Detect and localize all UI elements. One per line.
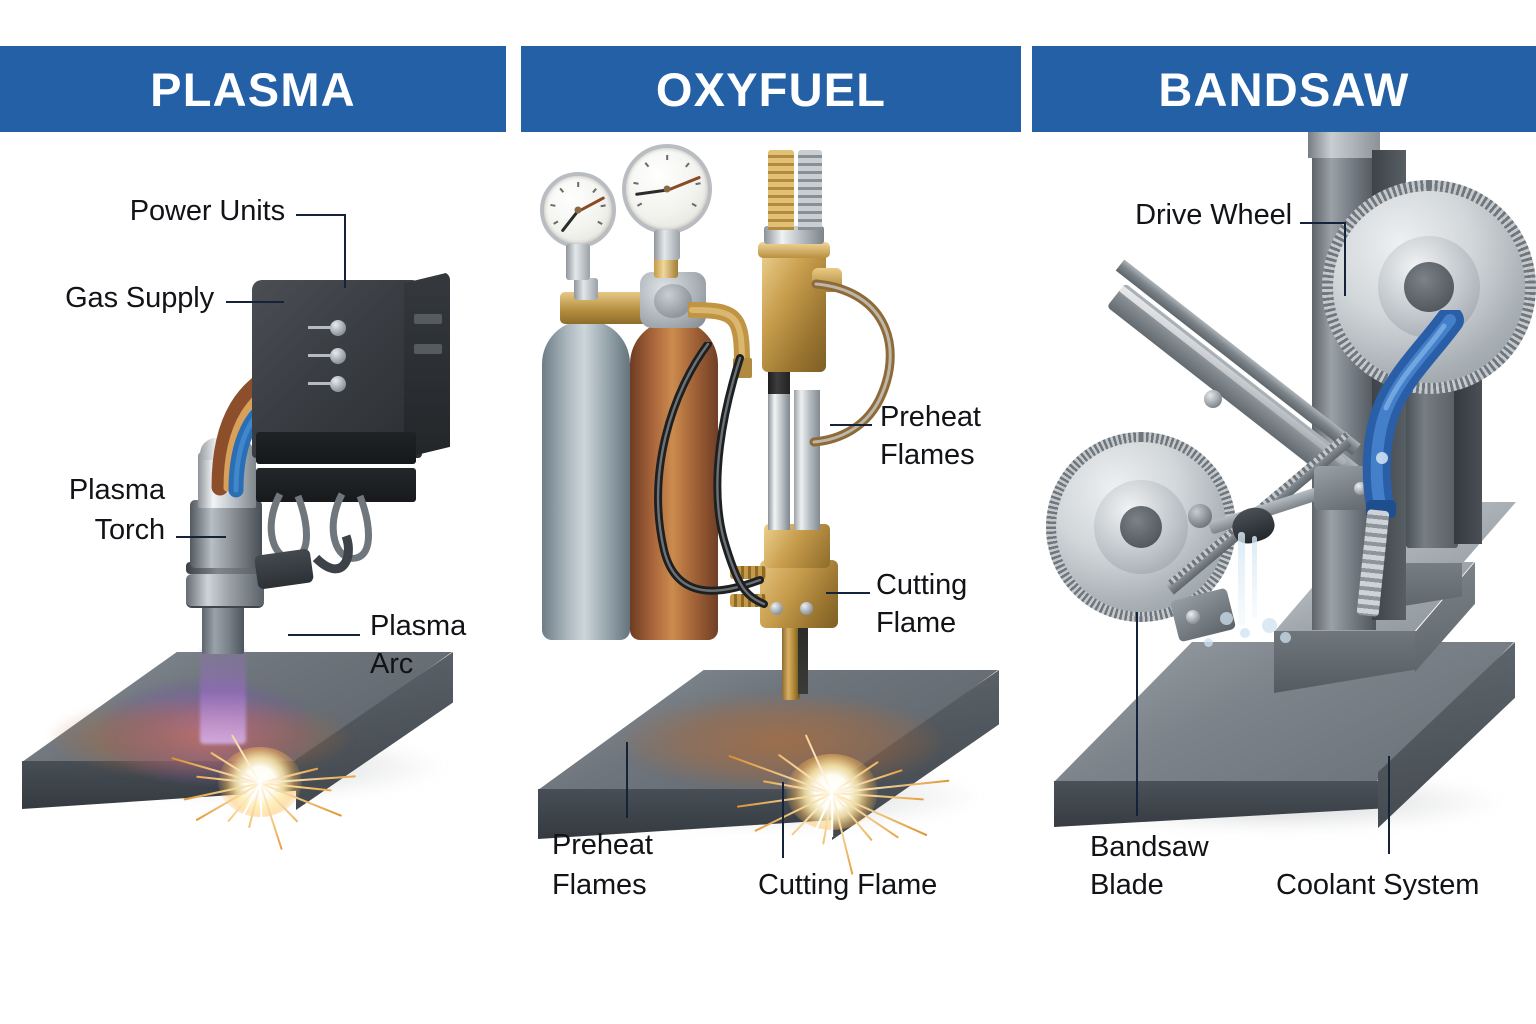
leader-power-units-h: [296, 214, 346, 216]
leader-preheat-flames-bottom: [626, 742, 628, 818]
plasma-spark-burst: [160, 692, 360, 872]
plasma-torch-collar: [186, 574, 264, 606]
panel-banner-bandsaw: BANDSAW: [1032, 46, 1536, 132]
leader-cutting-flame-bottom: [782, 782, 784, 858]
oxyfuel-gauge-right-pin: [663, 185, 671, 193]
bandsaw-lower-guide-bolt: [1186, 610, 1200, 624]
oxyfuel-torch-head: [760, 560, 838, 628]
label-preheat-flames-bottom-line2: Flames: [552, 869, 647, 901]
oxyfuel-torch-chrome-band: [764, 226, 824, 244]
plasma-power-unit-drawer-1: [256, 432, 416, 464]
oxyfuel-cutting-tip: [782, 622, 800, 700]
plasma-illustration: [0, 132, 506, 932]
plasma-power-unit-side: [404, 272, 450, 458]
leader-preheat-flames-right: [830, 424, 872, 426]
leader-plasma-torch: [176, 536, 226, 538]
plasma-power-unit-leads2: [308, 354, 332, 357]
plasma-power-unit-leads3: [308, 382, 332, 385]
plasma-power-unit-port-3: [330, 376, 346, 392]
oxyfuel-torch-stem-chrome: [798, 150, 822, 230]
bandsaw-coolant-drop-3: [1262, 618, 1277, 633]
bandsaw-coolant-drop-5: [1280, 632, 1291, 643]
oxyfuel-cylinder-oxygen: [542, 320, 630, 640]
bandsaw-column-top-cap: [1308, 132, 1380, 158]
plasma-power-unit-vents: [414, 314, 442, 324]
oxyfuel-torch-oxygen-line: [809, 279, 895, 447]
oxyfuel-torch-stem-brass: [768, 150, 794, 230]
plasma-torch-nozzle: [202, 602, 244, 654]
bandsaw-lower-wheel-bore: [1120, 506, 1162, 548]
bandsaw-coolant-drop-1: [1220, 612, 1233, 625]
banner-title-bandsaw: BANDSAW: [1158, 62, 1410, 116]
oxyfuel-gauge-right-stem: [654, 230, 680, 260]
plasma-power-unit-port-2: [330, 348, 346, 364]
oxyfuel-gauge-left-stem: [566, 244, 590, 280]
oxyfuel-torch-tube-right: [794, 390, 820, 530]
panel-banner-oxyfuel: OXYFUEL: [521, 46, 1021, 132]
oxyfuel-tip-shadow: [798, 622, 808, 694]
plasma-power-unit-body: [252, 280, 422, 458]
oxyfuel-torch-collar-ring: [758, 242, 830, 258]
plasma-power-unit-leads: [308, 326, 332, 329]
leader-coolant-system: [1388, 756, 1390, 854]
leader-plasma-arc: [288, 634, 360, 636]
leader-bandsaw-blade: [1136, 612, 1138, 816]
bandsaw-coolant-stream: [1238, 532, 1245, 626]
oxyfuel-gauge-left-pin: [574, 206, 582, 214]
oxyfuel-regulator-valve-face: [654, 284, 692, 318]
banner-title-oxyfuel: OXYFUEL: [655, 62, 887, 116]
label-bandsaw-blade-line2: Blade: [1090, 869, 1164, 901]
oxyfuel-spark-burst: [712, 692, 952, 892]
plasma-power-unit-vents2: [414, 344, 442, 354]
label-preheat-flames-right-line1: Preheat: [880, 401, 981, 433]
leader-gas-supply: [226, 301, 284, 303]
oxyfuel-gauge-left: [540, 172, 616, 248]
bandsaw-upper-wheel-bore: [1404, 262, 1454, 312]
oxyfuel-torch-head-bolt-2: [800, 602, 813, 615]
bandsaw-coolant-drop-4: [1204, 638, 1213, 647]
label-preheat-flames-bottom-line1: Preheat: [552, 829, 653, 861]
label-cutting-flame-right-line2: Flame: [876, 607, 957, 639]
oxyfuel-gauge-right: [622, 144, 712, 234]
plasma-power-unit-port-1: [330, 320, 346, 336]
bandsaw-coolant-stream-2: [1252, 536, 1257, 618]
label-drive-wheel: Drive Wheel: [1135, 199, 1292, 231]
label-coolant-system: Coolant System: [1276, 869, 1480, 901]
label-plasma-torch-line2: Torch: [94, 514, 166, 546]
leader-drive-wheel-h: [1300, 222, 1346, 224]
label-cutting-flame-bottom: Cutting Flame: [758, 869, 938, 901]
label-preheat-flames-right-line2: Flames: [880, 439, 975, 471]
plasma-arc-column: [200, 648, 246, 744]
label-plasma-arc-line2: Arc: [370, 648, 414, 680]
label-plasma-arc-line1: Plasma: [370, 610, 467, 642]
oxyfuel-regulator-neck-1: [574, 278, 598, 300]
oxyfuel-illustration: [512, 132, 1024, 932]
leader-drive-wheel-v: [1344, 222, 1346, 296]
oxyfuel-torch-tube-left: [768, 390, 790, 530]
bandsaw-frame-pivot-bolt: [1204, 390, 1222, 408]
bandsaw-coolant-drop-2: [1240, 628, 1250, 638]
leader-power-units-v: [344, 214, 346, 288]
bandsaw-coolant-nozzle: [1362, 310, 1464, 520]
banner-title-plasma: PLASMA: [150, 62, 356, 116]
bandsaw-illustration: [1024, 132, 1536, 932]
oxyfuel-torch-head-bolt-1: [770, 602, 783, 615]
oxyfuel-hoses: [654, 342, 768, 608]
plasma-torch-midbody: [190, 500, 262, 568]
label-gas-supply: Gas Supply: [65, 282, 214, 314]
label-cutting-flame-right-line1: Cutting: [876, 569, 968, 601]
label-bandsaw-blade-line1: Bandsaw: [1090, 831, 1209, 863]
label-plasma-torch-line1: Plasma: [68, 474, 165, 506]
leader-cutting-flame-right: [826, 592, 870, 594]
oxyfuel-torch-mid-block: [764, 524, 830, 568]
label-power-units: Power Units: [129, 195, 285, 227]
bandsaw-guide-pivot: [1188, 504, 1212, 528]
panel-banner-plasma: PLASMA: [0, 46, 506, 132]
